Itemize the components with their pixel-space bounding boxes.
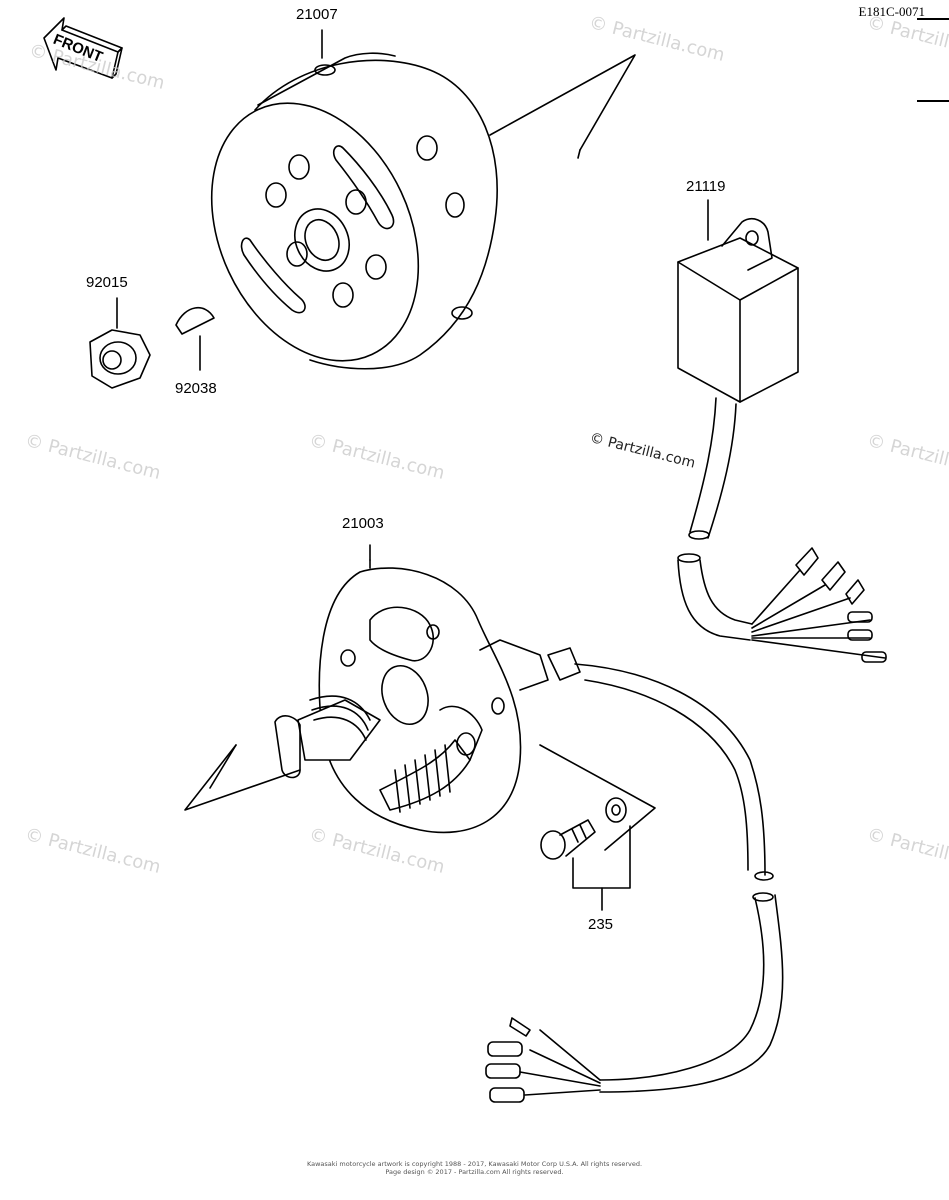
copyright-line: Kawasaki motorcycle artwork is copyright… [306, 1160, 643, 1168]
key-drawing [175, 307, 215, 371]
edge-mark [917, 18, 949, 20]
part-number-screw: 235 [588, 916, 614, 933]
part-number-flywheel: 21007 [296, 6, 338, 23]
part-number-key: 92038 [175, 380, 217, 397]
part-number-nut: 92015 [86, 274, 128, 291]
edge-mark [917, 100, 949, 102]
flywheel-drawing [210, 29, 636, 370]
igniter-drawing [677, 199, 887, 663]
front-arrow-icon [43, 17, 123, 79]
diagram-code: E181C-0071 [858, 4, 925, 19]
screw-drawing [540, 797, 631, 911]
stator-drawing [184, 544, 784, 1103]
part-number-igniter: 21119 [686, 178, 726, 195]
part-number-stator: 21003 [342, 515, 384, 532]
nut-drawing [89, 297, 151, 389]
copyright-line: Page design © 2017 - Partzilla.com All r… [385, 1168, 564, 1176]
